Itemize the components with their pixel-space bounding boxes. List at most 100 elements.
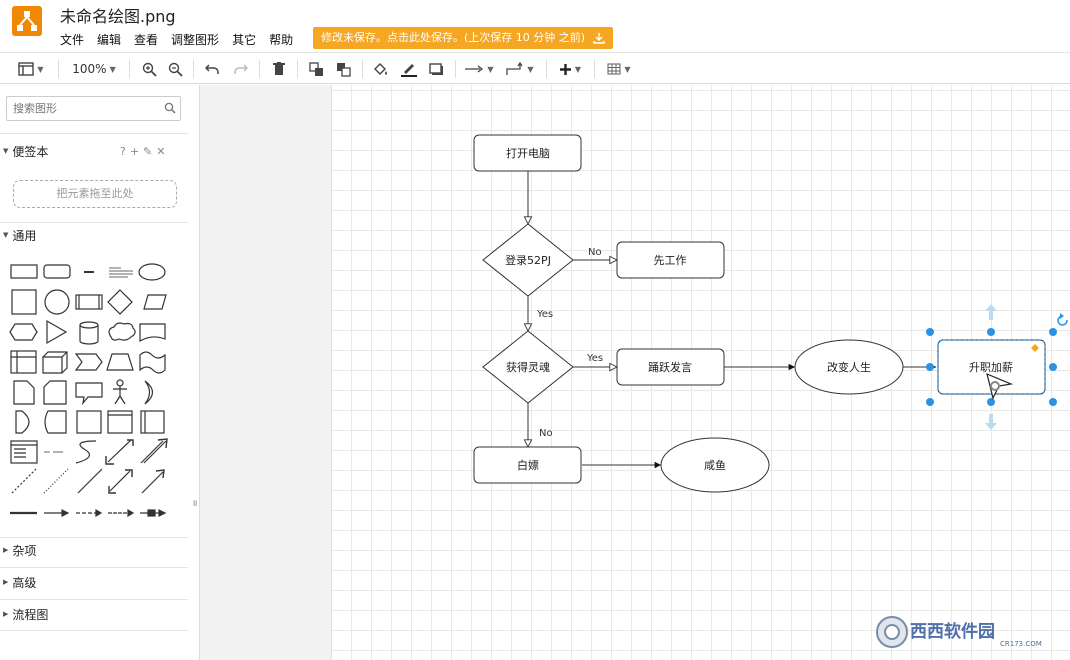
node-change-life[interactable] xyxy=(794,339,904,395)
shape-process[interactable] xyxy=(75,294,103,310)
resize-handle-w[interactable] xyxy=(926,363,934,371)
shape-ellipse[interactable] xyxy=(138,263,166,281)
shape-square-2[interactable] xyxy=(76,410,102,434)
shape-note[interactable] xyxy=(13,380,35,405)
collapse-arrow-icon: ▶ xyxy=(3,610,9,618)
clone-arrow-down-icon[interactable] xyxy=(985,414,997,430)
node-salted-fish[interactable] xyxy=(660,437,770,493)
scratchpad-actions[interactable]: ?+✎✕ xyxy=(120,145,170,158)
resize-handle-s[interactable] xyxy=(987,398,995,406)
shape-stored-data[interactable] xyxy=(44,410,67,434)
shape-cylinder[interactable] xyxy=(79,321,99,345)
node-label: 打开电脑 xyxy=(506,146,550,160)
resize-handle-se[interactable] xyxy=(1049,398,1057,406)
undo-button[interactable] xyxy=(202,59,222,79)
shape-document[interactable] xyxy=(139,323,166,343)
table-button[interactable]: ▼ xyxy=(603,59,635,79)
zoom-dropdown[interactable]: 100%▼ xyxy=(72,62,116,76)
waypoints-button[interactable]: ▼ xyxy=(503,59,537,79)
shape-block-arrow[interactable] xyxy=(140,509,167,517)
shape-line[interactable] xyxy=(77,468,103,494)
to-back-button[interactable] xyxy=(333,59,353,79)
shape-actor[interactable] xyxy=(113,379,127,405)
menu-file[interactable]: 文件 xyxy=(60,32,85,47)
unsaved-changes-banner[interactable]: 修改未保存。点击此处保存。(上次保存 10 分钟 之前) xyxy=(313,27,613,49)
shape-trapezoid[interactable] xyxy=(106,353,134,371)
scratchpad-header[interactable]: ▼ 便签本 xyxy=(0,140,188,162)
shape-internal-storage[interactable] xyxy=(10,350,37,374)
node-open-computer[interactable] xyxy=(473,134,582,172)
menu-extras[interactable]: 其它 xyxy=(232,32,257,47)
shape-search-input[interactable] xyxy=(6,96,181,121)
shape-swimlane[interactable] xyxy=(140,410,165,434)
shadow-button[interactable] xyxy=(426,59,446,79)
rotate-handle-icon[interactable] xyxy=(1057,313,1068,326)
shape-bidirectional-connector[interactable] xyxy=(108,469,133,494)
shape-triangle[interactable] xyxy=(46,319,68,345)
resize-handle-sw[interactable] xyxy=(926,398,934,406)
node-work-first[interactable] xyxy=(616,241,725,279)
shape-and[interactable] xyxy=(15,410,30,434)
line-color-button[interactable] xyxy=(398,59,420,79)
document-title[interactable]: 未命名绘图.png xyxy=(60,7,176,26)
delete-button[interactable] xyxy=(269,59,289,79)
shape-card[interactable] xyxy=(43,380,67,405)
search-icon[interactable] xyxy=(164,102,176,114)
fill-color-button[interactable] xyxy=(371,59,391,79)
connection-style-button[interactable]: ▼ xyxy=(462,59,496,79)
edit-style-handle-icon[interactable] xyxy=(1031,344,1039,352)
shape-dashed-arrow[interactable] xyxy=(76,508,103,518)
shape-rectangle[interactable] xyxy=(10,264,38,279)
section-advanced-header[interactable]: ▶ 高级 xyxy=(0,571,188,593)
shape-hexagon[interactable] xyxy=(9,323,38,341)
shape-cloud[interactable] xyxy=(108,322,136,341)
to-front-button[interactable] xyxy=(306,59,326,79)
scratchpad-dropzone[interactable]: 把元素拖至此处 xyxy=(13,180,177,208)
shape-diamond[interactable] xyxy=(107,289,133,315)
shape-bidirectional-arrow[interactable] xyxy=(105,439,134,465)
shape-arrow[interactable] xyxy=(140,438,168,464)
shape-dotted-arrow[interactable] xyxy=(108,508,135,518)
sidebar-splitter[interactable] xyxy=(188,85,199,660)
shape-tape[interactable] xyxy=(139,351,166,374)
shape-or[interactable] xyxy=(144,380,154,405)
section-general-header[interactable]: ▼ 通用 xyxy=(0,224,188,246)
insert-button[interactable]: ▼ xyxy=(554,59,586,79)
resize-handle-nw[interactable] xyxy=(926,328,934,336)
resize-handle-ne[interactable] xyxy=(1049,328,1057,336)
shape-square[interactable] xyxy=(11,289,37,315)
splitter-grip-icon[interactable]: ॥ xyxy=(192,499,198,509)
shape-rounded-rectangle[interactable] xyxy=(43,264,71,279)
section-misc-header[interactable]: ▶ 杂项 xyxy=(0,539,188,561)
shape-arrow-line[interactable] xyxy=(44,509,70,517)
view-panels-button[interactable]: ▼ xyxy=(16,59,46,79)
node-gain-soul[interactable] xyxy=(482,330,574,404)
clone-arrow-up-icon[interactable] xyxy=(985,304,997,320)
zoom-in-button[interactable] xyxy=(139,59,159,79)
menu-view[interactable]: 查看 xyxy=(134,32,159,47)
shape-parallelogram[interactable] xyxy=(143,294,167,310)
resize-handle-n[interactable] xyxy=(987,328,995,336)
shape-list[interactable] xyxy=(10,440,38,464)
node-speak-up[interactable] xyxy=(616,348,725,386)
shape-dashed-line[interactable] xyxy=(11,468,37,494)
section-flowchart-header[interactable]: ▶ 流程图 xyxy=(0,603,188,625)
shape-container[interactable] xyxy=(107,410,133,434)
menu-help[interactable]: 帮助 xyxy=(269,32,294,47)
shape-circle[interactable] xyxy=(44,289,70,315)
resize-handle-e[interactable] xyxy=(1049,363,1057,371)
general-shapes-palette xyxy=(9,263,168,518)
zoom-out-button[interactable] xyxy=(165,59,185,79)
shape-callout[interactable] xyxy=(75,382,103,406)
shape-step[interactable] xyxy=(74,353,103,371)
shape-directional-connector[interactable] xyxy=(141,469,165,494)
shape-textbox[interactable] xyxy=(109,267,133,278)
node-freeload[interactable] xyxy=(473,446,582,484)
delete-icon xyxy=(273,62,285,75)
shape-curve[interactable] xyxy=(75,440,97,464)
menu-arrange[interactable]: 调整图形 xyxy=(171,32,220,47)
redo-button[interactable] xyxy=(230,59,250,79)
shape-cube[interactable] xyxy=(42,351,68,374)
node-login-52pj[interactable] xyxy=(482,223,574,297)
menu-edit[interactable]: 编辑 xyxy=(97,32,122,47)
